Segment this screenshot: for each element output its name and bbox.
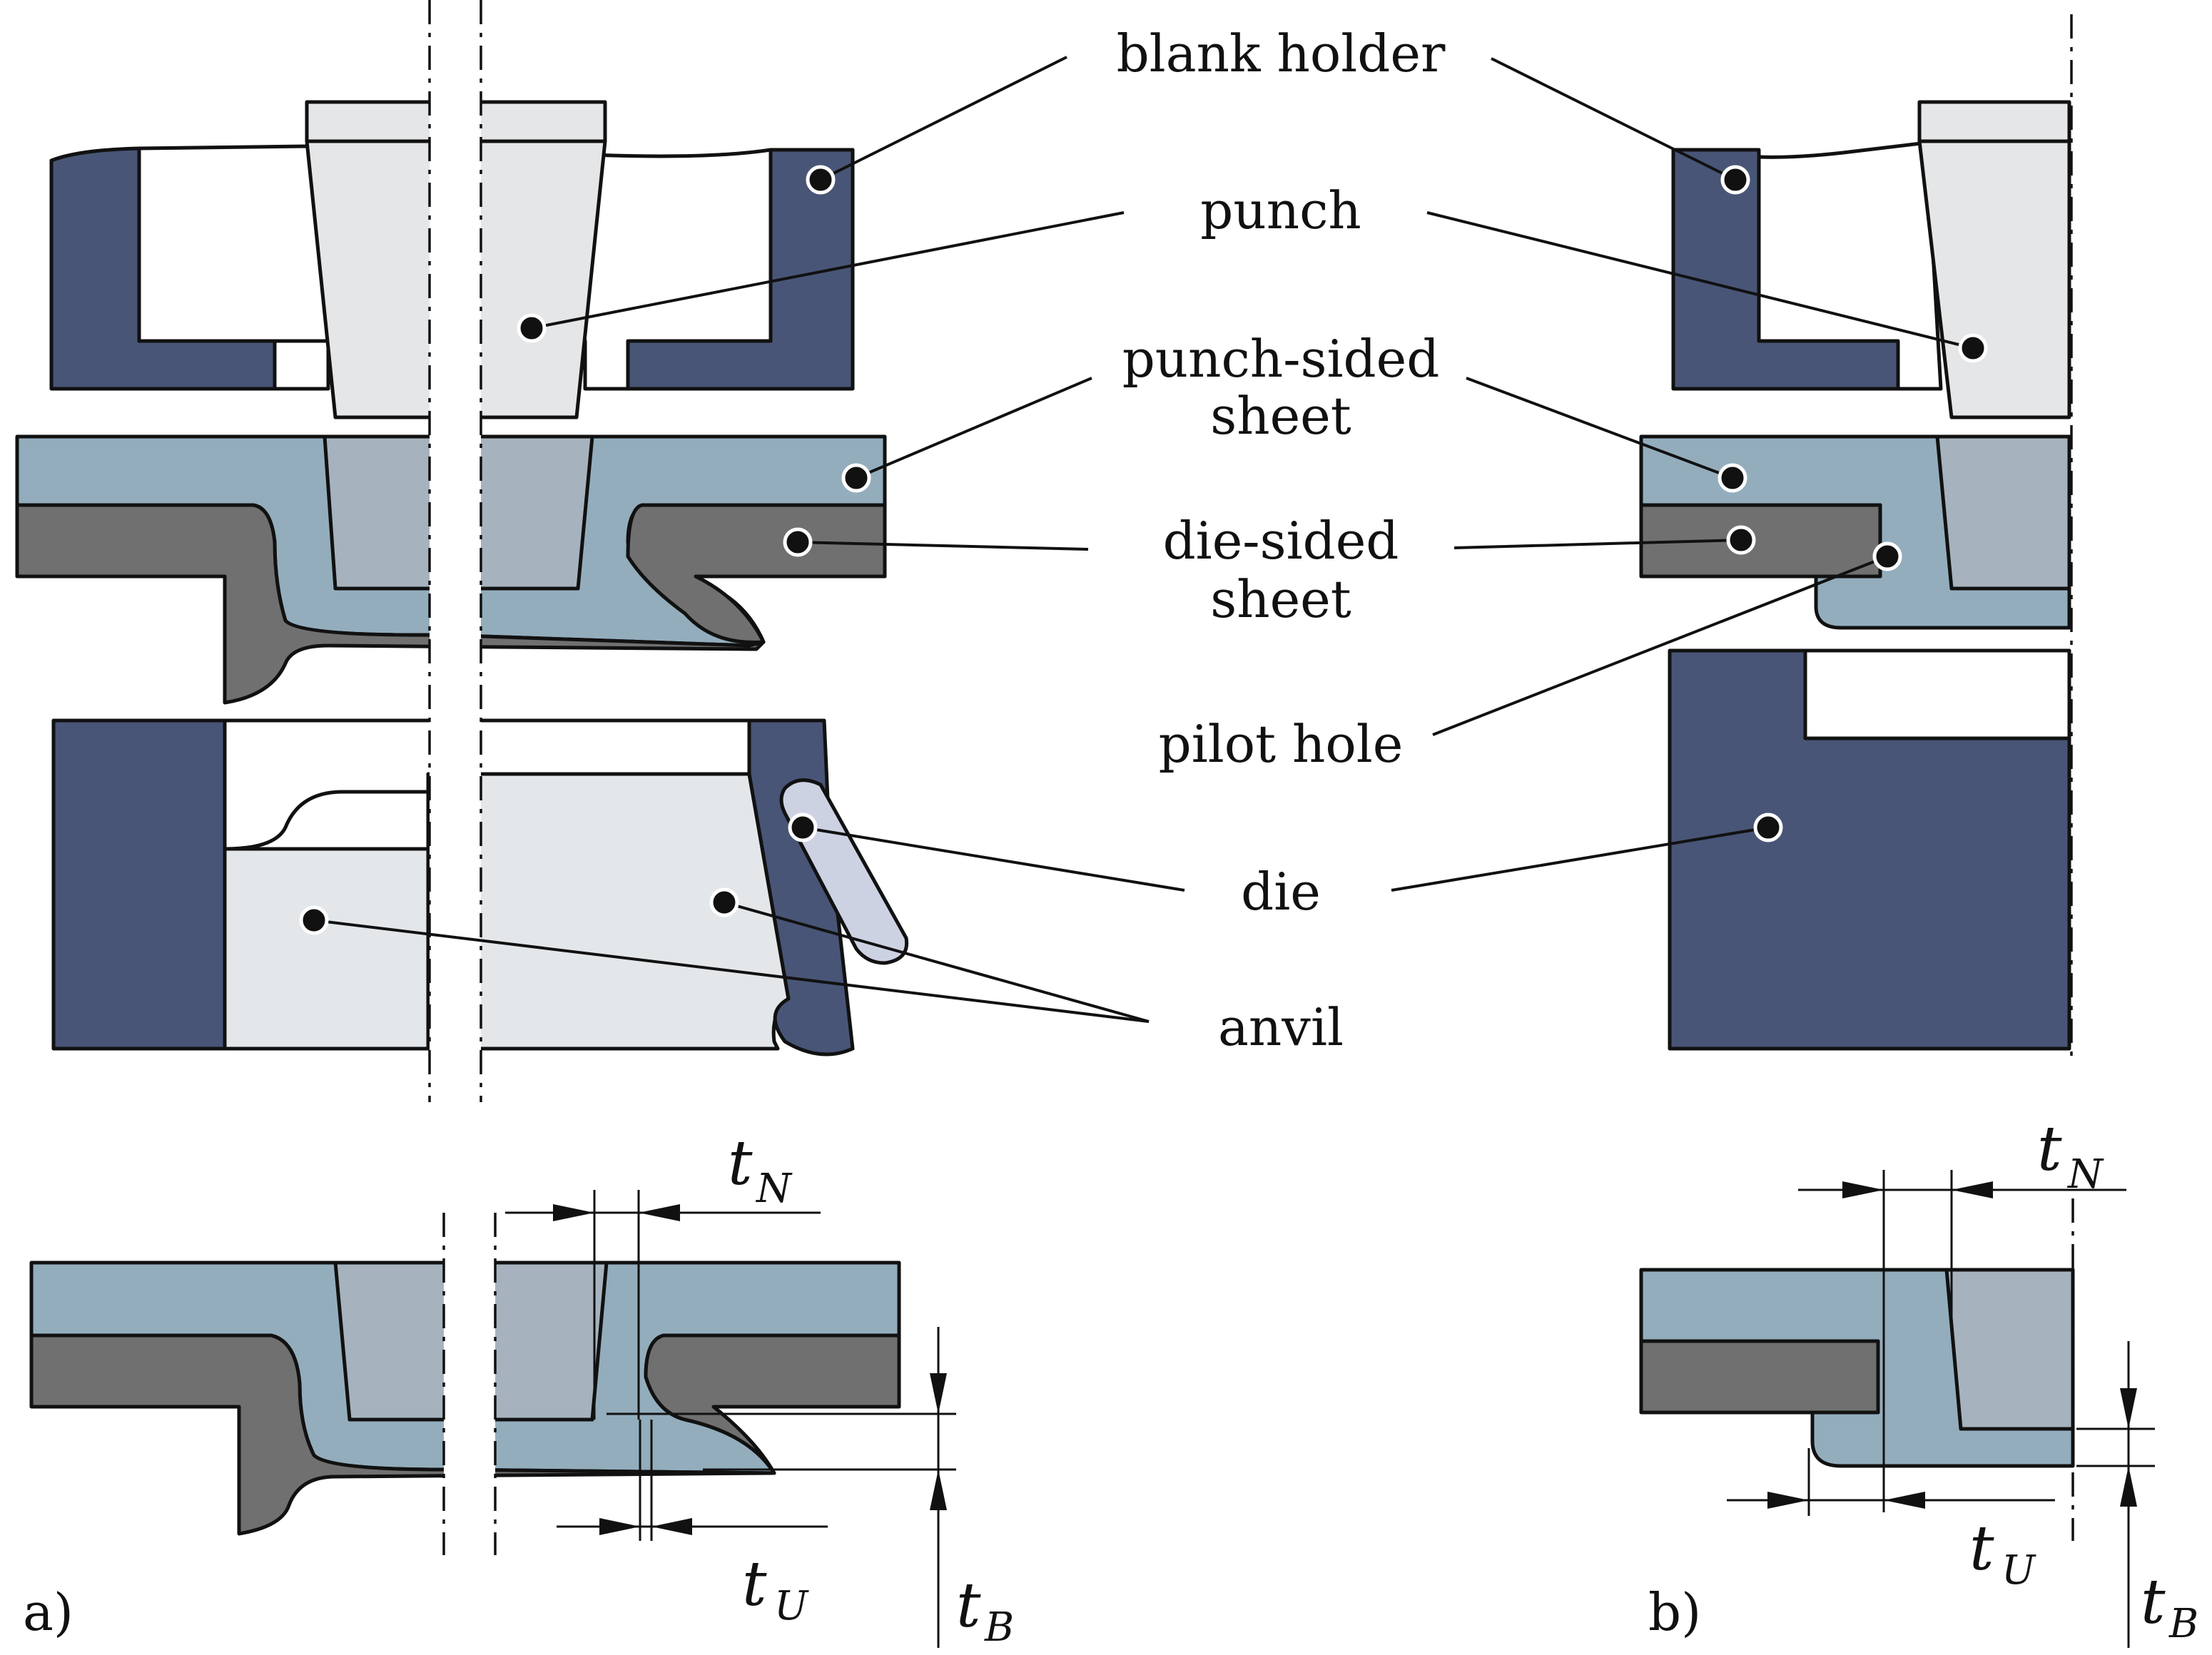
dim-a-tN: t xyxy=(728,1128,753,1199)
panel-a-joint: t N t U t B a) xyxy=(23,1128,1014,1651)
panel-a-tools xyxy=(15,0,909,1102)
label-die-sided-1: die-sided xyxy=(1163,511,1399,571)
annotations: blank holder punch punch-sided sheet die… xyxy=(299,24,1988,1057)
panel-b-tools xyxy=(1639,14,2073,1063)
svg-text:N: N xyxy=(2066,1151,2104,1198)
anvil-a-left xyxy=(223,847,430,1051)
label-die-sided-2: sheet xyxy=(1210,569,1351,629)
svg-text:U: U xyxy=(774,1583,809,1629)
label-punch-sided-1: punch-sided xyxy=(1122,329,1440,389)
dim-a-tU: t xyxy=(742,1549,767,1620)
svg-text:B: B xyxy=(984,1604,1014,1651)
label-anvil: anvil xyxy=(1218,997,1344,1057)
panel-a-label: a) xyxy=(23,1582,73,1642)
punch-b xyxy=(1917,100,2071,419)
label-punch: punch xyxy=(1200,180,1361,240)
panel-b-joint: t N t U t B b) xyxy=(1639,1114,2198,1648)
joint-b-imprint xyxy=(1944,1268,2075,1431)
die-sided-sheet-b xyxy=(1639,503,1882,579)
svg-text:B: B xyxy=(2168,1601,2198,1647)
blank-holder-gap-left xyxy=(273,339,330,391)
die-sided-sheet-a-top xyxy=(626,503,887,644)
dim-b-tN: t xyxy=(2037,1114,2062,1185)
blank-holder-b-gap xyxy=(1757,141,1943,391)
svg-text:U: U xyxy=(2002,1547,2036,1594)
label-punch-sided-2: sheet xyxy=(1210,386,1351,446)
punch-imprint-b xyxy=(1935,434,2071,591)
label-blank-holder: blank holder xyxy=(1117,24,1446,83)
panel-b-label: b) xyxy=(1648,1582,1701,1642)
dim-a-tB: t xyxy=(956,1570,981,1641)
svg-text:N: N xyxy=(755,1166,793,1212)
die-a-left xyxy=(51,718,227,1051)
joint-b-die-sheet xyxy=(1639,1339,1880,1415)
label-die: die xyxy=(1241,862,1321,922)
die-a-top-gap xyxy=(223,718,751,851)
label-pilot-hole: pilot hole xyxy=(1159,714,1404,774)
dim-b-tB: t xyxy=(2141,1567,2166,1638)
dim-b-tU: t xyxy=(1969,1513,1994,1584)
joint-a-die-sheet xyxy=(29,1333,901,1536)
